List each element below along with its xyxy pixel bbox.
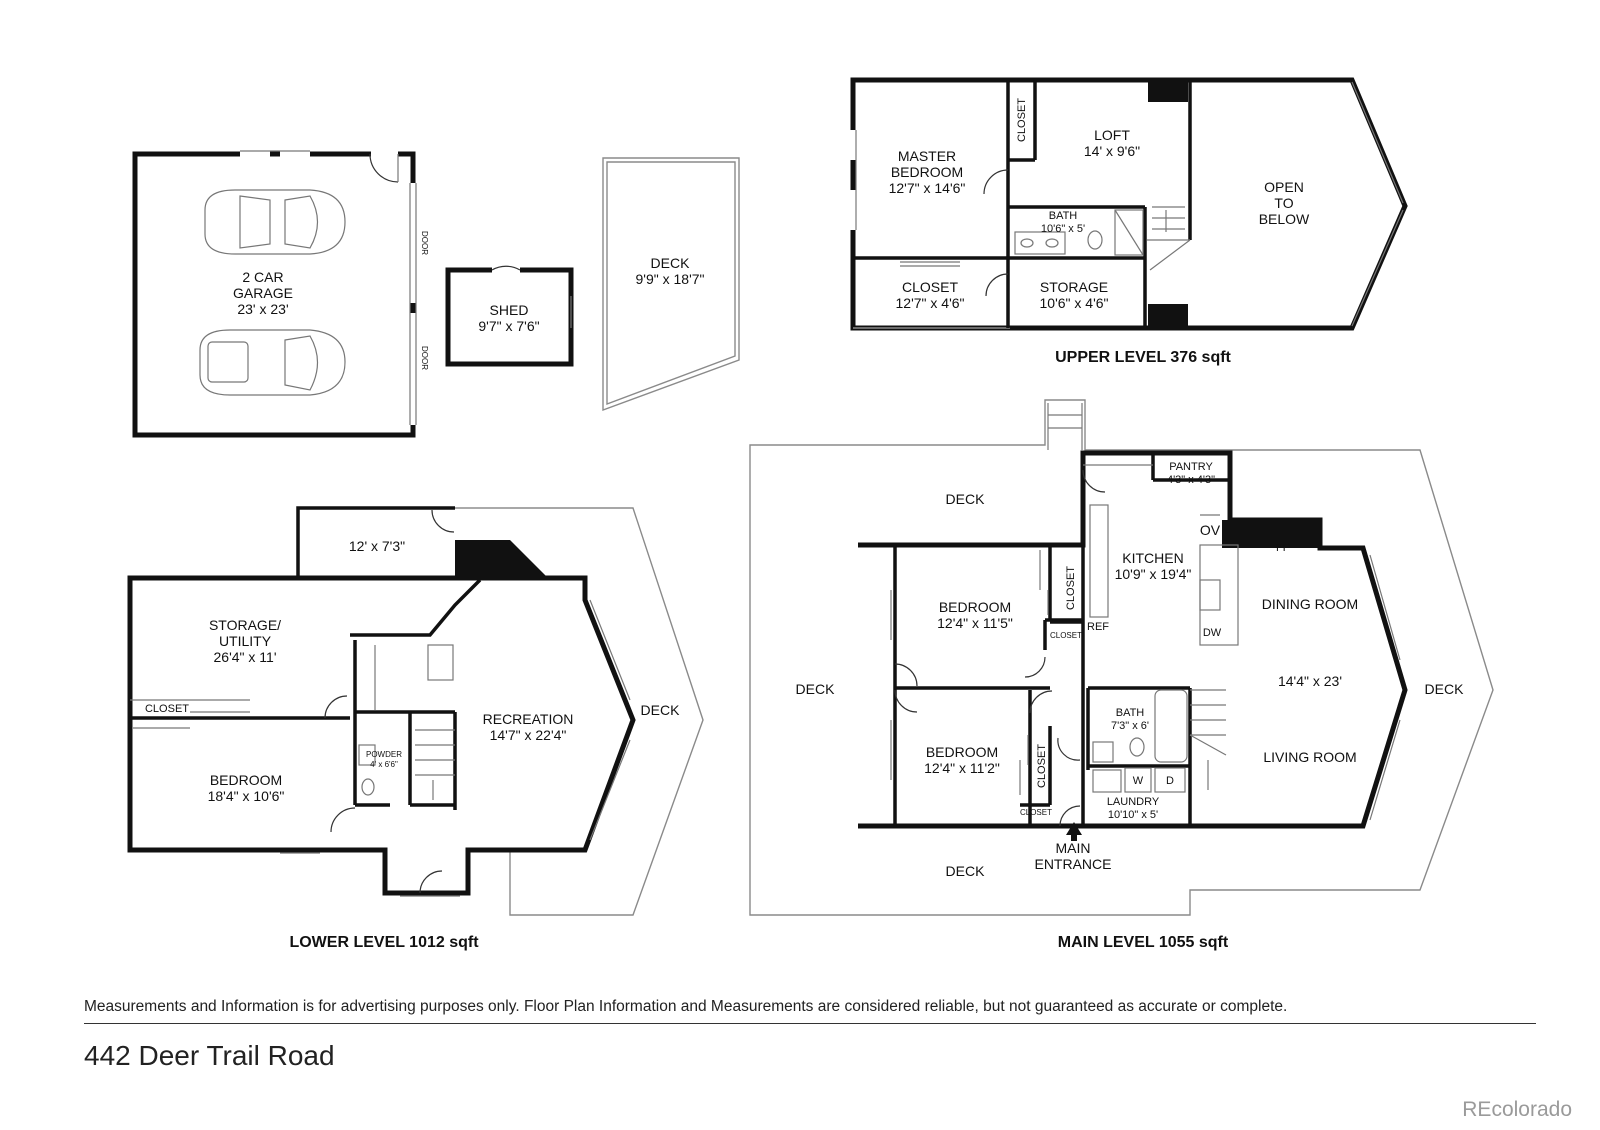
- divider: [84, 1023, 1536, 1024]
- storage-utility-name: STORAGE/: [209, 617, 281, 633]
- garage-name-2: GARAGE: [233, 285, 293, 301]
- main-level: DECK DECK DECK DECK PANTRY 4'3" x 4'3" K…: [749, 399, 1494, 951]
- pantry-dims: 4'3" x 4'3": [1167, 474, 1215, 486]
- car-icon: [204, 189, 346, 255]
- garage-dims: 23' x 23': [237, 301, 288, 317]
- main-closet-1-small: CLOSET: [1050, 631, 1082, 640]
- open-to-below-1: OPEN: [1264, 179, 1304, 195]
- recreation-dims: 14'7" x 22'4": [490, 727, 567, 743]
- brand-logo: REcolorado: [1462, 1098, 1572, 1121]
- main-closet-2-small: CLOSET: [1020, 808, 1052, 817]
- main-bedroom-2-dims: 12'4" x 11'2": [924, 760, 1000, 776]
- washer-label: W: [1133, 775, 1144, 787]
- recreation-name: RECREATION: [483, 711, 574, 727]
- oven-label: OV: [1200, 522, 1221, 538]
- main-bath-dims: 7'3" x 6': [1111, 720, 1149, 732]
- open-to-below-3: BELOW: [1259, 211, 1310, 227]
- main-deck-north: DECK: [946, 491, 986, 507]
- master-bedroom-dims: 12'7" x 14'6": [889, 180, 966, 196]
- master-bedroom-name-2: BEDROOM: [891, 164, 963, 180]
- master-bedroom-name: MASTER: [898, 148, 956, 164]
- powder-dims: 4' x 6'6": [370, 760, 398, 769]
- main-deck-east: DECK: [1425, 681, 1465, 697]
- upper-level-title: UPPER LEVEL 376 sqft: [1055, 349, 1231, 366]
- kitchen-name: KITCHEN: [1122, 550, 1183, 566]
- dishwasher-label: DW: [1203, 627, 1222, 639]
- shed: SHED 9'7" x 7'6": [445, 265, 574, 367]
- shed-dims: 9'7" x 7'6": [478, 318, 539, 334]
- refrigerator-label: REF: [1087, 621, 1109, 633]
- open-to-below-2: TO: [1274, 195, 1293, 211]
- property-address: 442 Deer Trail Road: [84, 1040, 335, 1071]
- main-level-title: MAIN LEVEL 1055 sqft: [1058, 934, 1229, 951]
- upper-level: MASTER BEDROOM 12'7" x 14'6" CLOSET LOFT…: [850, 77, 1408, 366]
- main-deck-south: DECK: [946, 863, 986, 879]
- deck-top-dims: 9'9" x 18'7": [636, 271, 705, 287]
- upper-storage-name: STORAGE: [1040, 279, 1108, 295]
- lower-level: 12' x 7'3" STORAGE/ UTILITY 26'4" x 11' …: [127, 506, 704, 951]
- living-room-name: LIVING ROOM: [1263, 749, 1356, 765]
- upper-bath-dims: 10'6" x 5': [1041, 223, 1085, 235]
- garage-door-tag-2: DOOR: [420, 346, 429, 370]
- lower-bedroom-dims: 18'4" x 10'6": [208, 788, 285, 804]
- main-closet-1: CLOSET: [1065, 566, 1077, 610]
- main-bath-name: BATH: [1116, 707, 1145, 719]
- garage-door-tag: DOOR: [420, 231, 429, 255]
- deck-top: DECK 9'9" x 18'7": [602, 157, 740, 412]
- upper-storage-dims: 10'6" x 4'6": [1040, 295, 1109, 311]
- lower-closet-name: CLOSET: [145, 703, 189, 715]
- main-bedroom-1-name: BEDROOM: [939, 599, 1011, 615]
- upper-closet-dims: 12'7" x 4'6": [896, 295, 965, 311]
- disclaimer-text: Measurements and Information is for adve…: [84, 998, 1288, 1015]
- laundry-dims: 10'10" x 5': [1108, 809, 1158, 821]
- laundry-name: LAUNDRY: [1107, 796, 1160, 808]
- dryer-label: D: [1166, 775, 1174, 787]
- dining-room-name: DINING ROOM: [1262, 596, 1358, 612]
- shed-name: SHED: [490, 302, 529, 318]
- upper-bath-name: BATH: [1049, 210, 1078, 222]
- pantry-name: PANTRY: [1169, 461, 1213, 473]
- garage-name: 2 CAR: [242, 269, 283, 285]
- loft-name: LOFT: [1094, 127, 1130, 143]
- lower-bedroom-name: BEDROOM: [210, 772, 282, 788]
- garage: DOOR DOOR 2 CAR GARAGE 23' x 23': [132, 150, 429, 438]
- storage-utility-dims: 26'4" x 11': [214, 649, 277, 665]
- main-bedroom-1-dims: 12'4" x 11'5": [937, 615, 1013, 631]
- main-entrance-name-2: ENTRANCE: [1034, 856, 1111, 872]
- main-deck-west: DECK: [796, 681, 836, 697]
- lower-top-room-dims: 12' x 7'3": [349, 538, 405, 554]
- main-entrance-name: MAIN: [1056, 840, 1091, 856]
- living-dining-dims: 14'4" x 23': [1278, 673, 1342, 689]
- lower-deck-name: DECK: [641, 702, 681, 718]
- fireplace-label: FP: [1276, 542, 1290, 554]
- upper-closet-vertical: CLOSET: [1016, 98, 1028, 142]
- upper-closet-name: CLOSET: [902, 279, 958, 295]
- deck-top-name: DECK: [651, 255, 691, 271]
- kitchen-dims: 10'9" x 19'4": [1115, 566, 1192, 582]
- main-bedroom-2-name: BEDROOM: [926, 744, 998, 760]
- lower-level-title: LOWER LEVEL 1012 sqft: [289, 934, 479, 951]
- powder-name: POWDER: [366, 750, 402, 759]
- car-icon: [199, 329, 346, 396]
- storage-utility-name-2: UTILITY: [219, 633, 272, 649]
- loft-dims: 14' x 9'6": [1084, 143, 1140, 159]
- main-closet-2: CLOSET: [1036, 744, 1048, 788]
